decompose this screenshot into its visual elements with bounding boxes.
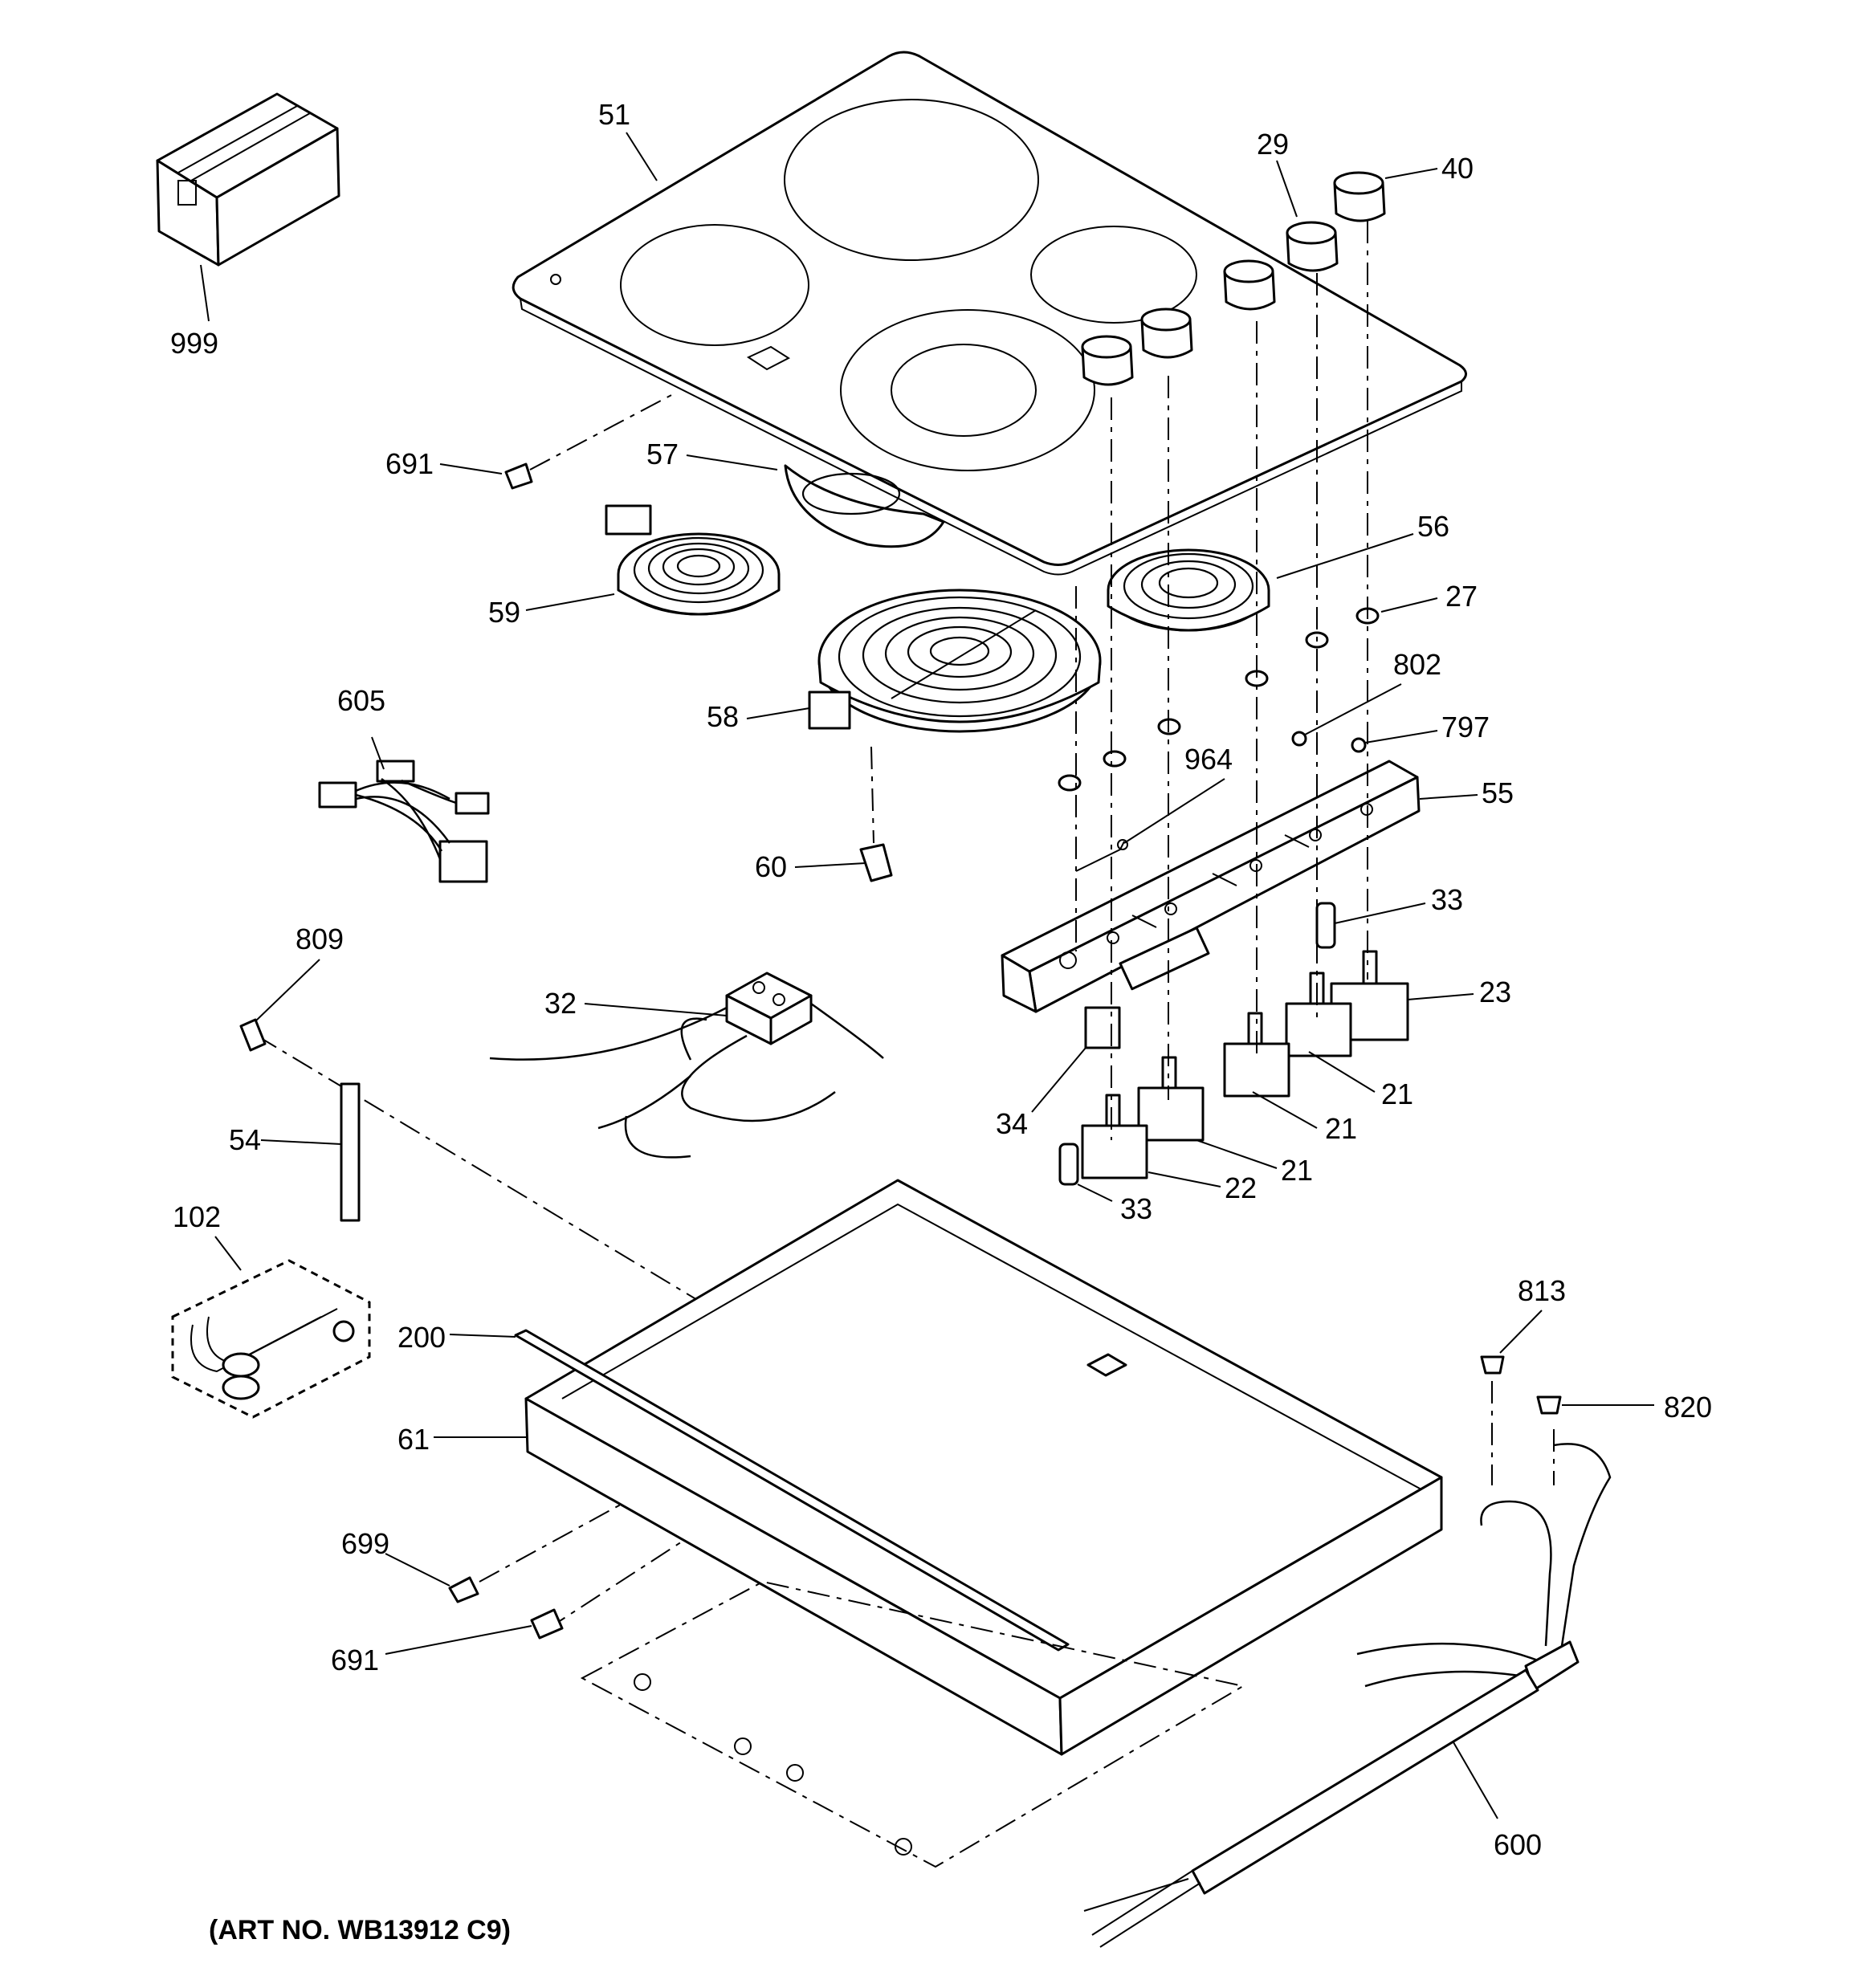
callout-200: 200 xyxy=(397,1321,446,1354)
part-57-element xyxy=(784,464,945,548)
part-61-box xyxy=(524,1179,1443,1756)
callout-34: 34 xyxy=(996,1107,1028,1140)
callout-55: 55 xyxy=(1482,776,1514,809)
callout-102: 102 xyxy=(173,1200,221,1233)
part-33-light-bottom xyxy=(1058,1143,1079,1186)
part-102-kit xyxy=(171,1259,371,1419)
part-22-switch xyxy=(1081,1094,1148,1179)
callout-999: 999 xyxy=(170,327,218,360)
insulation-panel xyxy=(580,1580,1245,1868)
callout-23: 23 xyxy=(1479,976,1511,1008)
callout-labels: 999 51 29 40 691 57 59 56 27 802 797 605… xyxy=(170,98,1712,1861)
part-600-conduit xyxy=(1083,1443,1612,1948)
callout-27: 27 xyxy=(1445,580,1478,613)
callout-21: 21 xyxy=(1281,1154,1313,1187)
callout-699: 699 xyxy=(341,1527,389,1560)
part-964-wire xyxy=(1075,839,1128,872)
callout-56: 56 xyxy=(1417,510,1449,543)
part-21-switch xyxy=(1285,972,1352,1057)
part-699-screw xyxy=(448,1576,479,1603)
callout-22: 22 xyxy=(1225,1171,1257,1204)
part-58-element xyxy=(808,589,1102,733)
part-691-screw-upper xyxy=(504,462,533,490)
callout-57: 57 xyxy=(646,438,679,471)
part-200-trim xyxy=(514,1329,1070,1652)
part-55-bracket xyxy=(1001,760,1421,1013)
part-56-element xyxy=(1107,548,1270,632)
callout-61: 61 xyxy=(397,1423,430,1456)
part-605-wire-harness xyxy=(318,760,490,883)
part-51-cooktop-glass xyxy=(512,51,1467,576)
part-32-terminal-block xyxy=(489,972,884,1159)
callout-33: 33 xyxy=(1120,1192,1152,1225)
part-797-screw xyxy=(1351,737,1367,753)
art-number: (ART NO. WB13912 C9) xyxy=(209,1915,511,1945)
part-802-screw xyxy=(1291,731,1307,747)
part-59-element xyxy=(605,504,781,616)
part-27-grommets xyxy=(1058,607,1380,792)
callout-51: 51 xyxy=(598,98,630,131)
part-29-knobs xyxy=(1081,221,1339,386)
callout-809: 809 xyxy=(296,923,344,955)
callout-58: 58 xyxy=(707,700,739,733)
part-54-strip xyxy=(340,1082,361,1222)
part-40-knob xyxy=(1333,171,1386,222)
callout-964: 964 xyxy=(1184,743,1233,776)
leader-lines xyxy=(200,132,1654,1819)
part-34-switch xyxy=(1084,927,1210,1049)
callout-40: 40 xyxy=(1441,152,1474,185)
part-820-screw xyxy=(1536,1395,1562,1415)
callout-820: 820 xyxy=(1664,1391,1712,1424)
part-691-screw-lower xyxy=(530,1608,564,1640)
callout-33: 33 xyxy=(1431,883,1463,916)
callout-600: 600 xyxy=(1494,1828,1542,1861)
knob xyxy=(1140,308,1193,359)
callout-60: 60 xyxy=(755,850,787,883)
part-999-box xyxy=(156,92,340,267)
callout-32: 32 xyxy=(544,987,577,1020)
part-21-switch xyxy=(1137,1056,1205,1142)
part-809-screw xyxy=(239,1018,267,1052)
callout-54: 54 xyxy=(229,1123,261,1156)
callout-802: 802 xyxy=(1393,648,1441,681)
callout-21: 21 xyxy=(1325,1112,1357,1145)
callout-813: 813 xyxy=(1518,1274,1566,1307)
callout-691: 691 xyxy=(331,1644,379,1676)
callout-797: 797 xyxy=(1441,711,1490,743)
callout-605: 605 xyxy=(337,684,385,717)
callout-29: 29 xyxy=(1257,128,1289,161)
callout-691: 691 xyxy=(385,447,434,480)
part-60-clip xyxy=(859,843,893,882)
assembly-lines xyxy=(256,221,1555,1631)
knob xyxy=(1223,259,1276,311)
part-813-screw xyxy=(1480,1355,1505,1375)
callout-59: 59 xyxy=(488,596,520,629)
callout-21: 21 xyxy=(1381,1078,1413,1110)
part-21-switch xyxy=(1223,1012,1290,1098)
knob xyxy=(1081,335,1134,386)
part-33-light-top xyxy=(1315,902,1336,949)
knob xyxy=(1286,221,1339,272)
